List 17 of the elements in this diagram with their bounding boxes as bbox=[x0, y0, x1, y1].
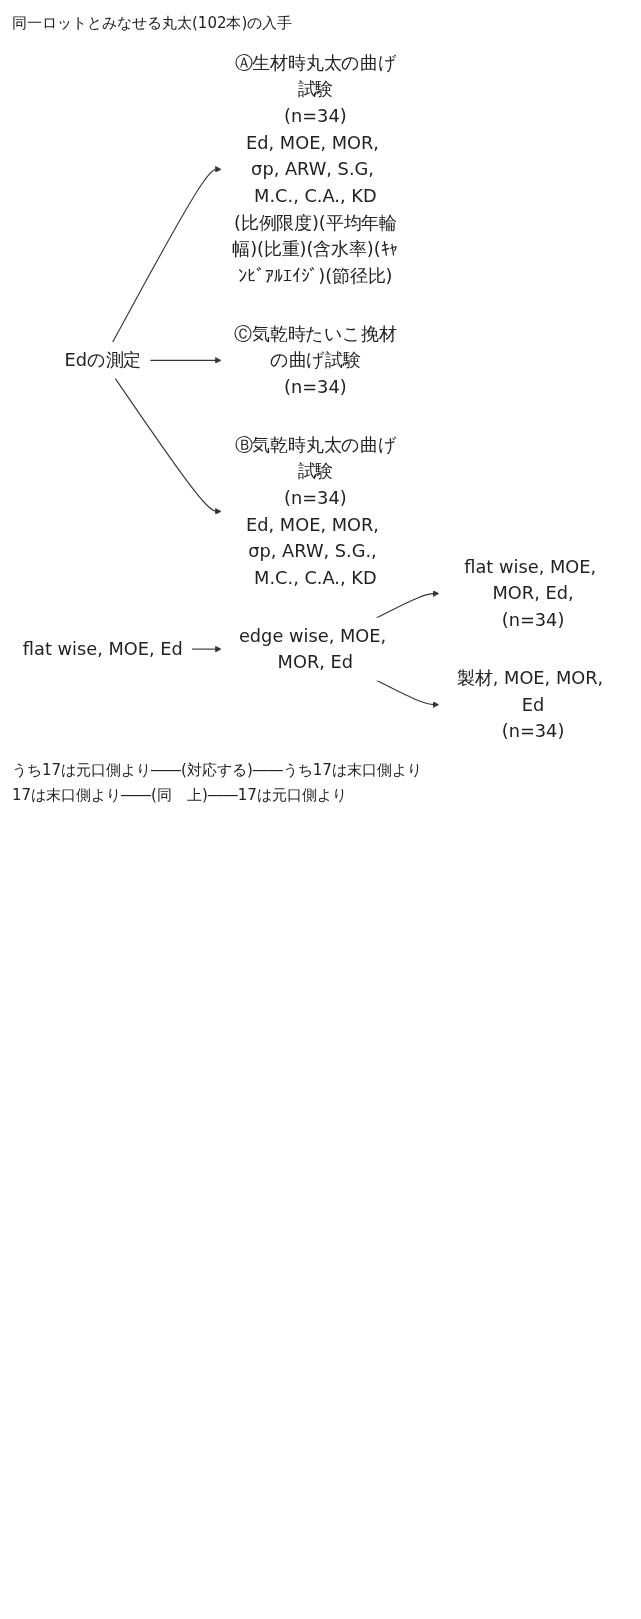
arrow bbox=[375, 679, 440, 708]
step-text: 同一ロットとみなせる丸太(102本)の入手 bbox=[12, 14, 294, 33]
node-text: Ⓑ気乾時丸太の曲げ試験 (n=34) Ed, MOE, MOR, σp, ARW, S.G., M.C., C.A., KD bbox=[234, 434, 397, 589]
note-text: うち17は元口側より――(対応する)――うち17は末口側より bbox=[12, 761, 423, 780]
node-text: flat wise, MOE, MOR, Ed, (n=34) bbox=[464, 556, 597, 631]
note-text: 17は末口側より――(同 上)――17は元口側より bbox=[12, 786, 348, 805]
node-text: edge wise, MOE, MOR, Ed bbox=[238, 625, 387, 673]
arrow bbox=[114, 377, 222, 515]
arrow bbox=[149, 357, 222, 364]
node-text: 製材, MOE, MOR, Ed (n=34) bbox=[457, 667, 604, 742]
node-text: Ⓐ生材時丸太の曲げ試験 (n=34) Ed, MOE, MOR, σp, ARW, S.G, M.C., C.A., KD (比例限度)(平均年輪幅)(比重)(含水率)(ｷｬﾝﾋﾞｱﾙｴｲｼﾞ)(節径比) bbox=[232, 52, 399, 287]
node-text: Edの測定 bbox=[64, 349, 142, 371]
node-text: flat wise, MOE, Ed bbox=[22, 638, 183, 660]
node-text: Ⓒ気乾時たいこ挽材の曲げ試験 (n=34) bbox=[234, 323, 397, 398]
arrow bbox=[191, 645, 222, 653]
arrow bbox=[375, 590, 440, 619]
arrow bbox=[111, 166, 222, 344]
